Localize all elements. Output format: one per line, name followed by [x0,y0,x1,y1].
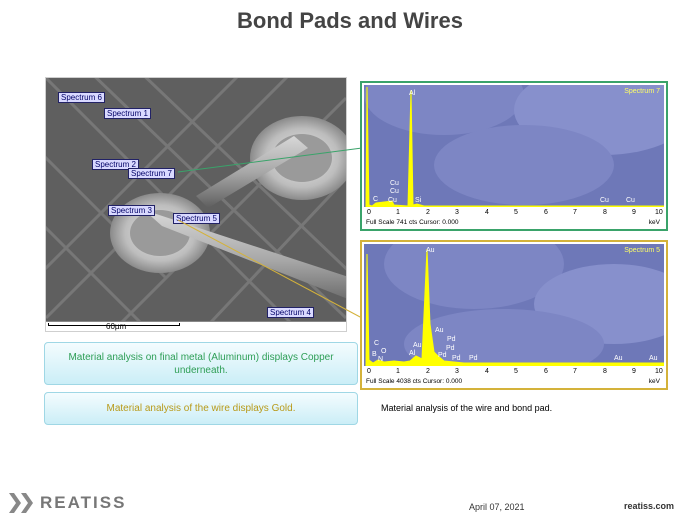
caption-note: Material analysis of the wire and bond p… [381,403,553,413]
sem-image: Spectrum 6 Spectrum 1 Spectrum 2 Spectru… [45,77,347,332]
axis-tick: 0 [367,209,371,216]
element-label: Cu [388,197,397,204]
spectrum-plot-bottom: Spectrum 5 Au Au Pd C O Au Al Pd B N Pd … [364,244,664,366]
sem-label-spectrum-6: Spectrum 6 [58,92,105,103]
spectrum-tag-bottom: Spectrum 5 [624,247,660,254]
spectrum-axis-top: 0 1 2 3 4 5 6 7 8 9 10 Full Scale 741 ct… [364,209,664,229]
element-label: Pd [469,355,478,362]
sem-label-spectrum-4: Spectrum 4 [267,307,314,318]
axis-tick: 1 [396,209,400,216]
axis-tick: 3 [455,368,459,375]
sem-label-spectrum-1: Spectrum 1 [104,108,151,119]
sem-label-spectrum-2: Spectrum 2 [92,159,139,170]
full-scale-readout: Full Scale 741 cts Cursor: 0.000 [366,219,459,226]
caption-metal-analysis: Material analysis on final metal (Alumin… [44,342,358,385]
element-label: O [381,348,387,355]
axis-tick: 5 [514,209,518,216]
element-label: Au [614,355,623,362]
spectrum-panel-bottom: Spectrum 5 Au Au Pd C O Au Al Pd B N Pd … [360,240,668,390]
element-label: C [374,340,380,347]
axis-tick: 10 [655,368,663,375]
brand-name: REATISS [40,493,127,512]
element-label: Cu [600,197,609,204]
page-title: Bond Pads and Wires [237,8,463,33]
axis-tick: 2 [426,368,430,375]
scale-bar: 60µm [46,321,346,331]
axis-tick: 3 [455,209,459,216]
full-scale-readout: Full Scale 4038 cts Cursor: 0.000 [366,378,463,385]
spectrum-tag-top: Spectrum 7 [624,88,660,95]
connector-green [177,147,363,173]
spectrum-axis-bottom: 0 1 2 3 4 5 6 7 8 9 10 Full Scale 4038 c… [364,368,664,388]
element-label: Pd [438,352,447,359]
element-label: Pd [447,336,456,343]
element-label: C [373,196,379,203]
spectrum-panel-top: Spectrum 7 Al Cu Cu C Cu Si Cu Cu 0 1 2 … [360,81,668,231]
axis-tick: 7 [573,209,577,216]
element-label: Al [409,350,416,357]
axis-tick: 7 [573,368,577,375]
element-label: N [378,356,384,363]
axis-tick: 9 [632,209,636,216]
unit-label: keV [648,219,660,226]
axis-tick: 4 [485,368,489,375]
footer-website: reatiss.com [624,501,675,511]
spectrum-graph-top [364,85,664,207]
element-label: Au [413,342,422,349]
connector-gold [177,219,363,319]
spectrum-graph-bottom [365,244,664,366]
axis-tick: 6 [544,368,548,375]
element-label: Au [426,247,435,254]
sem-label-spectrum-7: Spectrum 7 [128,168,175,179]
element-label: Cu [626,197,635,204]
axis-tick: 2 [426,209,430,216]
spectrum-plot-top: Spectrum 7 Al Cu Cu C Cu Si Cu Cu [364,85,664,207]
element-label: Cu [390,188,399,195]
scale-label: 60µm [106,322,127,331]
axis-tick: 8 [603,209,607,216]
scale-line [48,323,180,326]
element-label: B [372,351,377,358]
footer-date: April 07, 2021 [469,502,525,512]
sem-label-spectrum-3: Spectrum 3 [108,205,155,216]
element-label: Cu [390,180,399,187]
element-label: Au [649,355,658,362]
axis-tick: 1 [396,368,400,375]
axis-tick: 6 [544,209,548,216]
element-label: Au [435,327,444,334]
element-label: Pd [452,355,461,362]
axis-tick: 8 [603,368,607,375]
element-label: Si [415,197,422,204]
axis-tick: 5 [514,368,518,375]
axis-tick: 10 [655,209,663,216]
axis-tick: 0 [367,368,371,375]
caption-wire-analysis: Material analysis of the wire displays G… [44,392,358,425]
axis-tick: 9 [632,368,636,375]
element-label: Al [409,90,416,97]
axis-tick: 4 [485,209,489,216]
sem-label-spectrum-5: Spectrum 5 [173,213,220,224]
unit-label: keV [648,378,660,385]
reatiss-logo-icon [9,493,33,513]
element-label: Pd [446,345,455,352]
